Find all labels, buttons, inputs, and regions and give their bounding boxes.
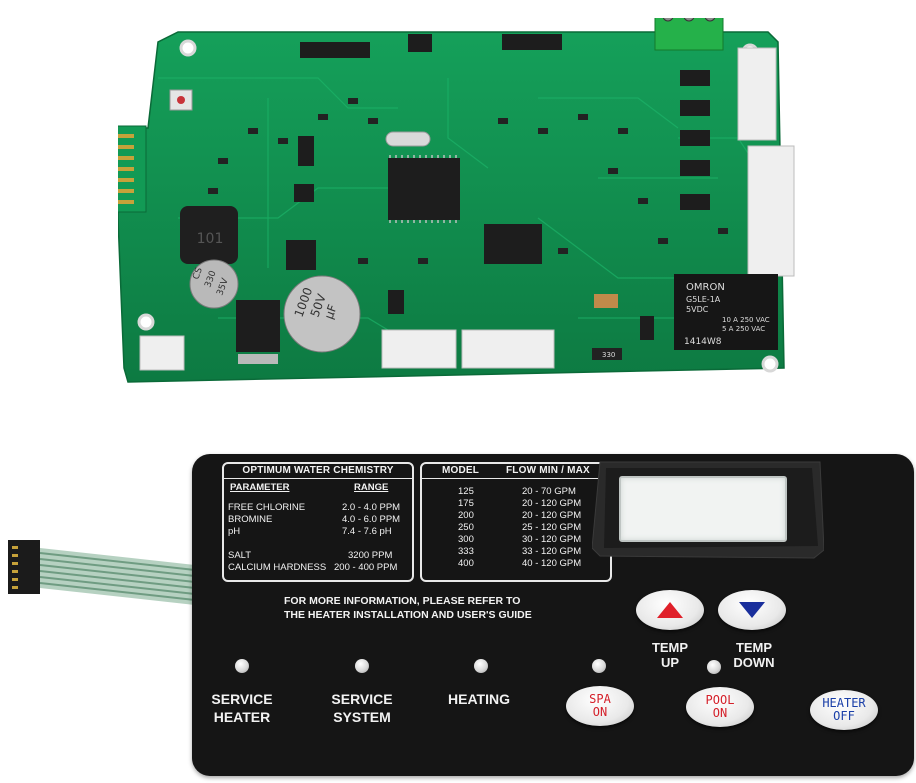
circuit-board: 101 CS 330 35V 1000 50V μF OMRON G5LE-1A…	[118, 18, 795, 383]
ic-chip-small	[294, 184, 314, 202]
edge-connector-pins	[118, 134, 134, 204]
membrane-keypad: OPTIMUM WATER CHEMISTRY PARAMETER RANGE …	[192, 454, 914, 776]
pin-header	[408, 34, 432, 52]
ribbon-cable	[8, 540, 204, 606]
pool-led	[707, 660, 721, 674]
svg-text:330: 330	[602, 351, 615, 359]
flow-table-header: MODEL FLOW MIN / MAX	[422, 464, 610, 479]
info-line-1: FOR MORE INFORMATION, PLEASE REFER TO	[284, 595, 521, 607]
pool-line-2: ON	[712, 706, 728, 720]
spa-line-2: ON	[592, 705, 608, 719]
temp-up-button[interactable]	[636, 590, 704, 630]
chemistry-title: OPTIMUM WATER CHEMISTRY	[224, 464, 412, 479]
heater-line-1: HEATER	[822, 696, 866, 710]
tan-capacitor	[594, 294, 618, 308]
pool-line-1: POOL	[705, 693, 735, 707]
capacitor-large	[283, 275, 361, 353]
terminal-screws	[662, 18, 716, 22]
inductor	[180, 206, 238, 264]
heating-led	[474, 659, 488, 673]
model-header: MODEL	[442, 465, 480, 476]
capacitor-small	[189, 259, 239, 309]
pin-header	[298, 136, 314, 166]
spa-line-1: SPA	[589, 692, 611, 706]
relay-brand: OMRON	[686, 282, 725, 293]
chemistry-table: OPTIMUM WATER CHEMISTRY PARAMETER RANGE …	[222, 462, 414, 582]
info-text: FOR MORE INFORMATION, PLEASE REFER TO TH…	[284, 594, 534, 622]
heater-line-2: OFF	[833, 709, 855, 723]
cap-large-text-3: μF	[322, 302, 340, 321]
relay-rating2: 5 A 250 VAC	[722, 325, 765, 333]
spa-on-button[interactable]: SPA ON	[566, 686, 634, 726]
spa-led	[592, 659, 606, 673]
flow-header: FLOW MIN / MAX	[506, 465, 590, 476]
ic-small	[640, 316, 654, 340]
pin-header	[300, 42, 370, 58]
relay-model: G5LE-1A	[686, 295, 721, 304]
transistor	[286, 240, 316, 270]
diode	[388, 290, 404, 314]
range-header: RANGE	[354, 482, 389, 493]
relay-voltage: 5VDC	[686, 305, 709, 314]
voltage-regulator	[236, 300, 280, 352]
heater-off-button[interactable]: HEATER OFF	[810, 690, 878, 730]
info-line-2: THE HEATER INSTALLATION AND USER'S GUIDE	[284, 609, 532, 621]
parameter-header: PARAMETER	[230, 482, 290, 493]
service-system-led	[355, 659, 369, 673]
relay	[674, 274, 778, 350]
temp-down-button[interactable]	[718, 590, 786, 630]
svg-text:101: 101	[197, 231, 224, 247]
ic-chip	[484, 224, 542, 264]
up-arrow-icon	[657, 602, 683, 618]
chip-pins	[389, 155, 457, 223]
service-heater-led	[235, 659, 249, 673]
down-arrow-icon	[739, 602, 765, 618]
cap-small-text-1: CS	[191, 266, 205, 281]
heating-label: HEATING	[448, 691, 510, 707]
lcd-display	[619, 476, 787, 542]
relay-rating1: 10 A 250 VAC	[722, 316, 770, 324]
connectors	[139, 47, 795, 371]
terminal-block	[654, 18, 724, 51]
pin-header	[502, 34, 562, 50]
microcontroller-chip	[388, 158, 460, 220]
smd-components	[208, 98, 728, 264]
resistor	[592, 348, 622, 360]
optocouplers	[680, 70, 710, 210]
relay-code: 1414W8	[684, 337, 722, 347]
pool-on-button[interactable]: POOL ON	[686, 687, 754, 727]
crystal	[385, 131, 431, 147]
